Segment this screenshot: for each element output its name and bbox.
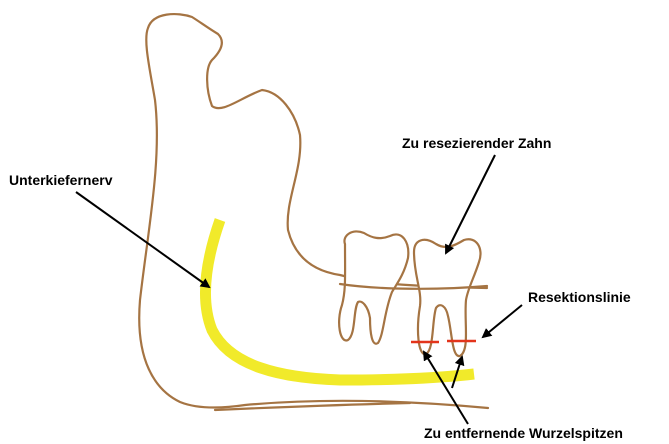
mandible-outline [139, 14, 488, 408]
arrow-resection-line [483, 305, 522, 337]
arrow-root-tip-mesial [424, 352, 468, 424]
label-resection-line: Resektionslinie [528, 289, 631, 305]
tooth-to-resect [414, 239, 481, 356]
label-mandibular-nerve: Unterkiefernerv [9, 172, 113, 188]
label-tooth-to-resect: Zu resezierender Zahn [402, 135, 551, 151]
label-root-tips: Zu entfernende Wurzelspitzen [424, 425, 623, 441]
